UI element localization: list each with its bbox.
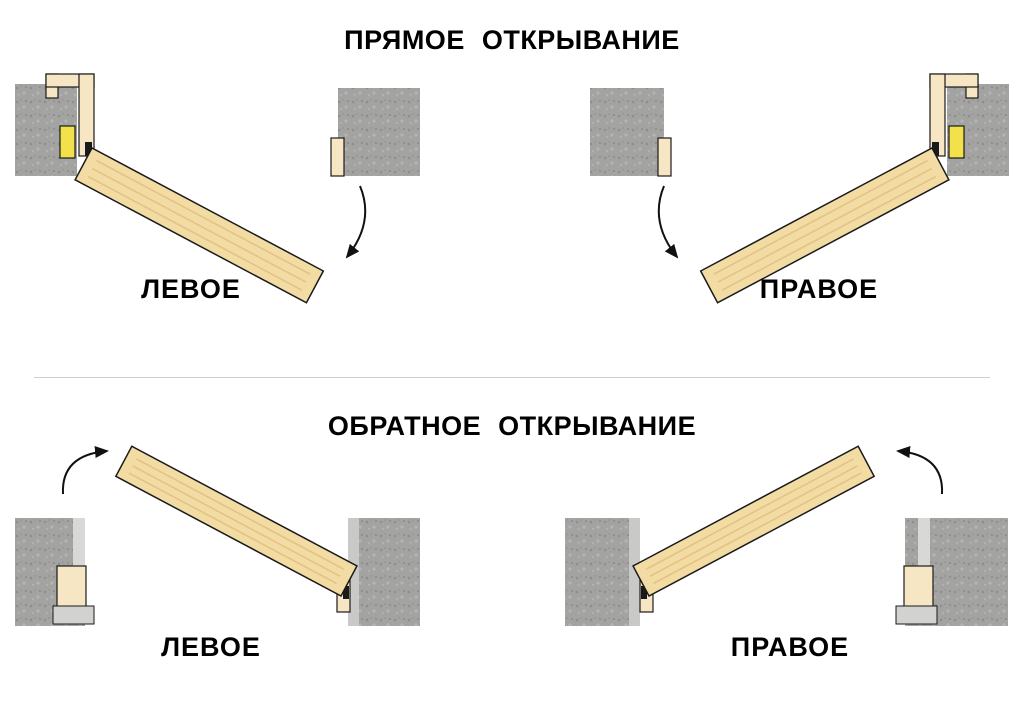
frame-reveal-strip — [629, 518, 640, 626]
wood-grain — [713, 159, 937, 291]
wood-grain — [128, 458, 345, 585]
seal-accent-strip — [59, 125, 76, 159]
diagram-reverse-left — [15, 445, 420, 626]
frame-profile-block — [56, 565, 87, 613]
swing-arrow — [657, 185, 679, 259]
seal-accent-strip — [948, 125, 965, 159]
diagram-direct-right — [590, 73, 1009, 304]
swing-arrow — [896, 446, 944, 495]
strike-jamb — [330, 137, 345, 177]
hinge-hardware — [343, 586, 349, 599]
hinge-hardware — [932, 142, 939, 156]
wood-grain — [87, 159, 311, 291]
section-title-reverse: ОБРАТНОЕ ОТКРЫВАНИЕ — [327, 411, 697, 441]
wall-block-right — [348, 518, 420, 626]
door-leaf — [114, 445, 358, 598]
hinge-hardware — [641, 586, 647, 599]
wall-block-left — [590, 88, 664, 176]
wall-block-left — [565, 518, 640, 626]
variant-label-reverse-left: ЛЕВОЕ — [161, 632, 261, 662]
wall-block-right — [338, 88, 420, 176]
diagram-reverse-right — [565, 445, 1008, 626]
frame-reveal-strip — [73, 518, 85, 574]
diagram-direct-left — [15, 73, 420, 304]
swing-arrow — [61, 446, 109, 495]
variant-label-reverse-right: ПРАВОЕ — [730, 632, 850, 662]
section-title-direct: ПРЯМОЕ ОТКРЫВАНИЕ — [344, 25, 680, 55]
sill-profile — [52, 605, 95, 625]
wood-grain — [645, 458, 862, 585]
variant-label-direct-right: ПРАВОЕ — [759, 274, 879, 304]
variant-label-direct-left: ЛЕВОЕ — [141, 274, 241, 304]
frame-reveal-strip — [918, 518, 930, 574]
door-leaf — [699, 146, 950, 304]
strike-jamb — [657, 137, 672, 177]
door-leaf — [632, 445, 876, 598]
section-divider — [34, 377, 990, 378]
sill-profile — [895, 605, 938, 625]
frame-profile-block — [903, 565, 934, 613]
door-leaf — [74, 146, 325, 304]
hinge-hardware — [85, 142, 92, 156]
swing-arrow — [345, 185, 367, 259]
